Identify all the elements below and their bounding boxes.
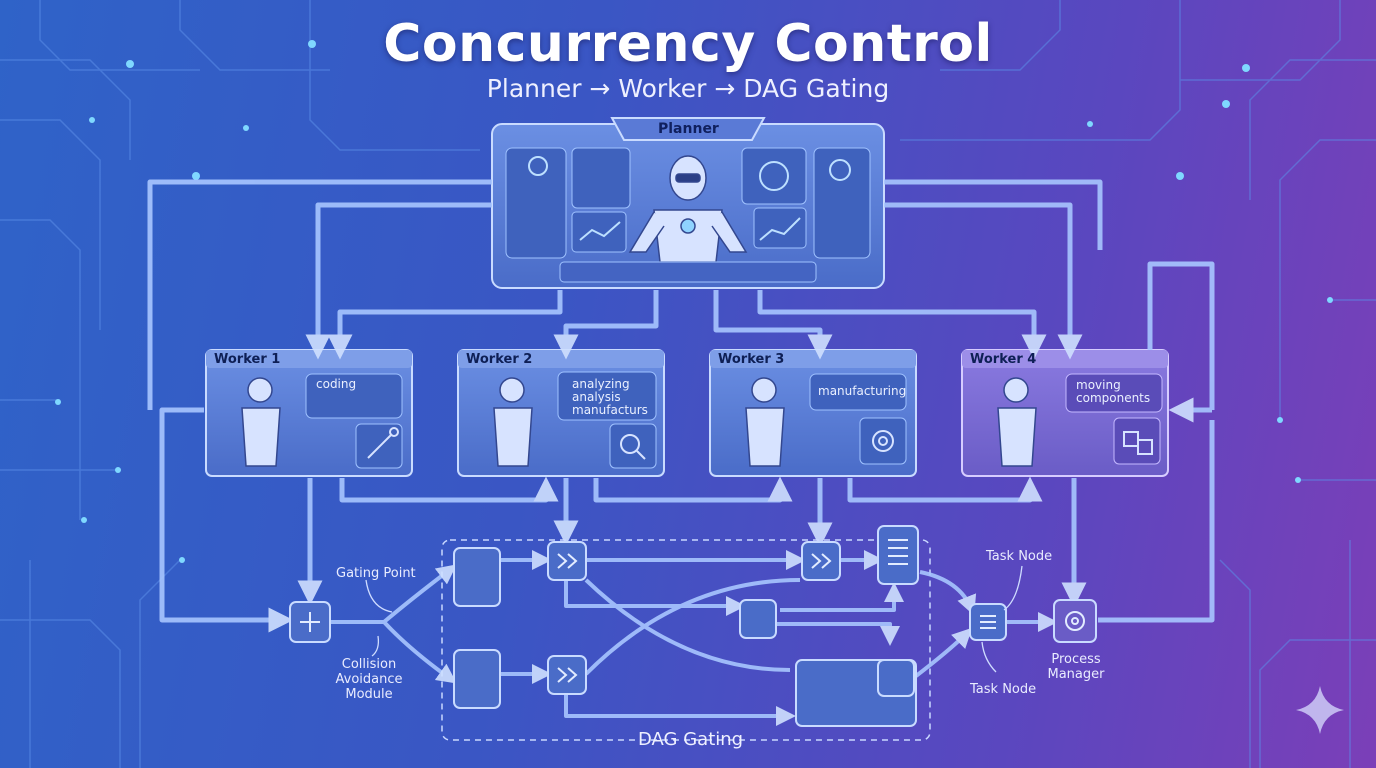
worker-3-panel <box>709 349 917 477</box>
dag-edges <box>330 550 1058 726</box>
page-title: Concurrency Control <box>383 14 993 74</box>
dag-node-glyphs <box>300 539 1085 683</box>
worker-2-task: analyzing analysis manufacturs <box>572 377 648 417</box>
worker-1-label: Worker 1 <box>214 352 281 367</box>
planner-worker-arrows <box>147 179 1103 410</box>
planner-panel <box>491 117 885 289</box>
tool-icons <box>367 427 1153 460</box>
worker-1-task: coding <box>316 377 357 391</box>
planner-robot-icon <box>628 155 748 263</box>
worker-robot-icons <box>241 377 1037 467</box>
planner-label: Planner <box>658 121 719 137</box>
callout-lines <box>365 565 1023 673</box>
worker-4-label: Worker 4 <box>970 352 1037 367</box>
process-manager-box <box>1053 599 1097 643</box>
worker-1-panel <box>205 349 413 477</box>
worker-panels <box>205 349 1169 477</box>
worker-3-label: Worker 3 <box>718 352 785 367</box>
dag-gating-label: DAG Gating <box>638 729 744 750</box>
task-node-bottom-label: Task Node <box>970 682 1037 697</box>
worker-3-task: manufacturing <box>818 384 907 398</box>
process-manager-label: Process Manager <box>1047 652 1105 682</box>
worker-4-panel <box>961 349 1169 477</box>
collision-avoidance-label: Collision Avoidance Module <box>335 657 403 702</box>
sparkle-icon <box>1296 686 1344 734</box>
page-subtitle: Planner → Worker → DAG Gating <box>486 74 890 103</box>
worker-2-label: Worker 2 <box>466 352 533 367</box>
gating-point-label: Gating Point <box>336 566 416 581</box>
dag-gating-region <box>441 539 931 741</box>
task-node-top-label: Task Node <box>986 549 1053 564</box>
worker-4-task: moving components <box>1076 378 1151 405</box>
circuit-nodes <box>55 40 1333 563</box>
feedback-arrows <box>159 261 1215 633</box>
worker-output-arrows <box>297 476 1087 608</box>
